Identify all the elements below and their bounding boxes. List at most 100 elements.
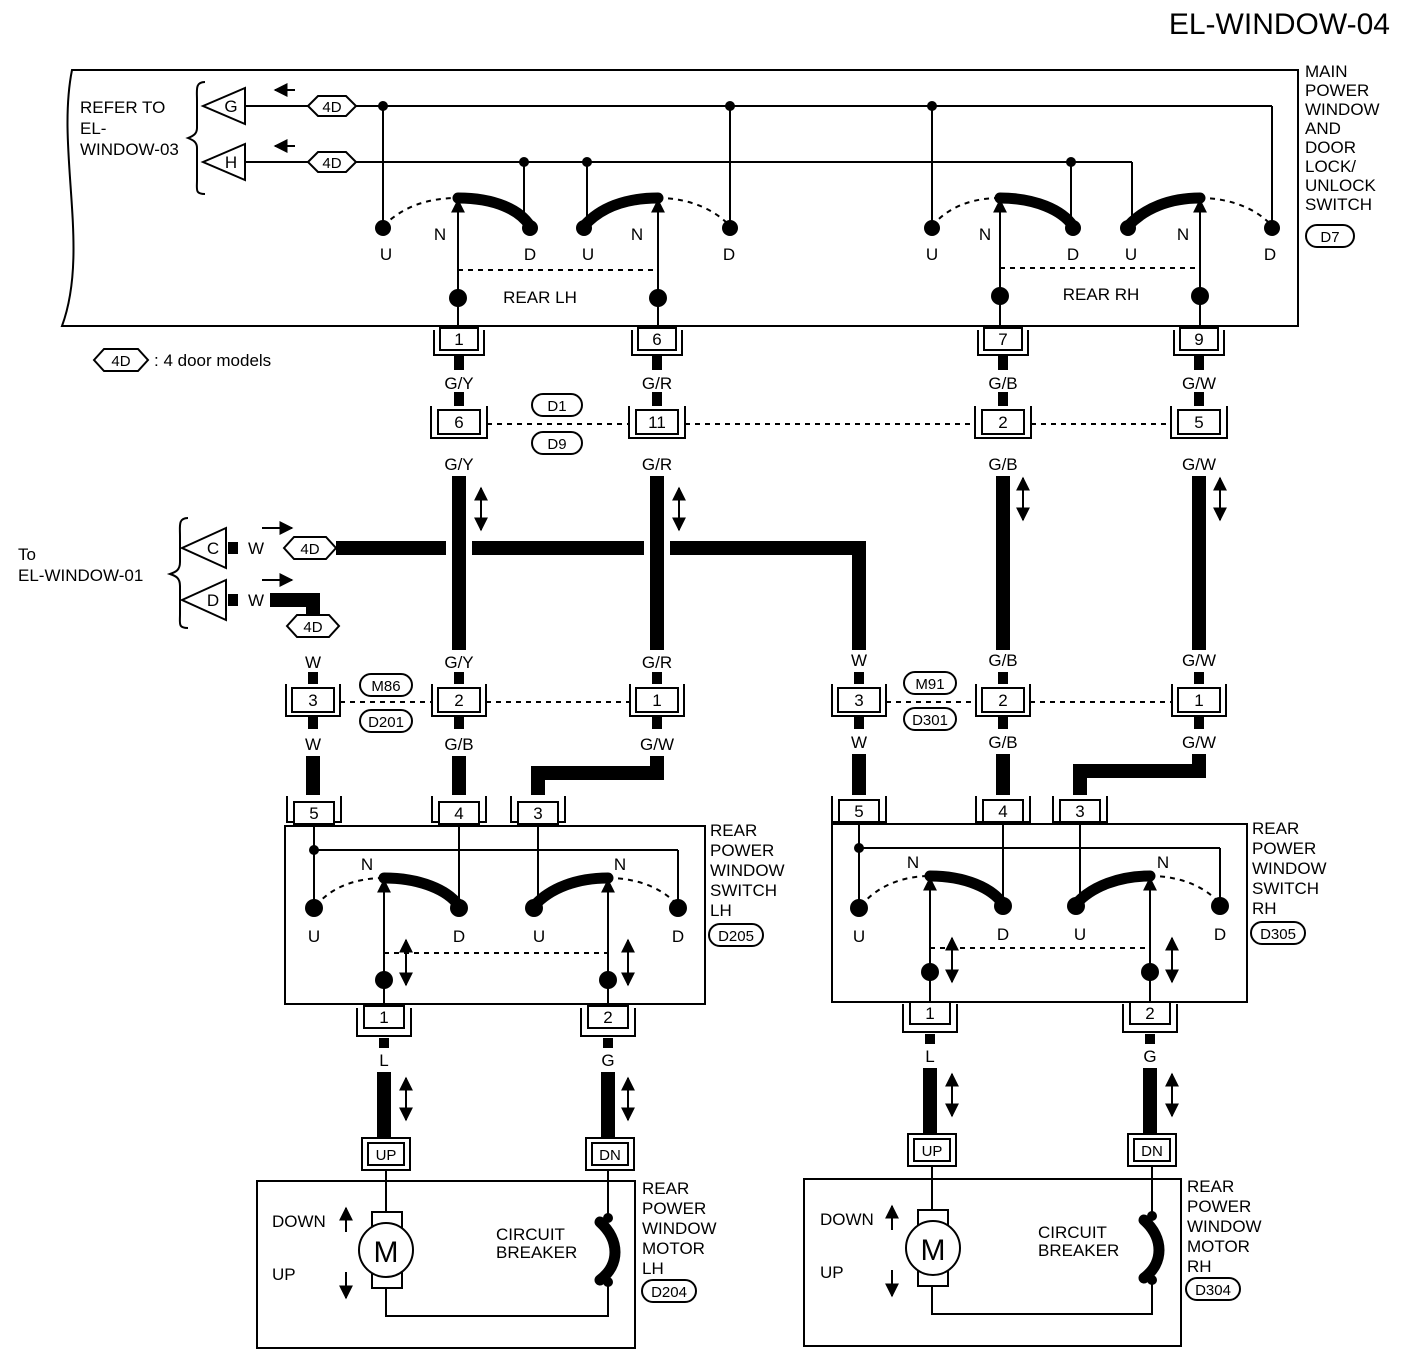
- wire-color-label: G/Y: [444, 374, 473, 393]
- connector-d301-label: D301: [912, 712, 948, 729]
- motor-up-label: UP: [272, 1265, 296, 1284]
- connector-d305-label: D305: [1260, 926, 1296, 943]
- wire-color-label: G/W: [1182, 733, 1216, 752]
- position-neutral: N: [1177, 225, 1189, 244]
- circuit-breaker-label: CIRCUIT: [496, 1225, 565, 1244]
- position-neutral: N: [361, 855, 373, 874]
- pin-label: 6: [454, 413, 463, 432]
- motor-rh-name-line: POWER: [1187, 1197, 1251, 1216]
- wire-color-label: G/W: [1182, 455, 1216, 474]
- wire-color-label: W: [851, 733, 867, 752]
- to-el-window-01: To EL-WINDOW-01 C W 4D D W 4D: [18, 517, 341, 638]
- motor-m-label: M: [921, 1234, 946, 1267]
- pin-label: 1: [1194, 691, 1203, 710]
- legend-text: : 4 door models: [154, 351, 271, 370]
- position-up: U: [582, 245, 594, 264]
- wire-color-label: G/Y: [444, 455, 473, 474]
- pin-label: 5: [1194, 413, 1203, 432]
- pin-label: 3: [533, 804, 542, 823]
- motor-rh-name-line: WINDOW: [1187, 1217, 1262, 1236]
- legend-4d-tag: 4D: [111, 353, 130, 370]
- motor-rh-name-line: MOTOR: [1187, 1237, 1250, 1256]
- main-switch-name-line: MAIN: [1305, 62, 1348, 81]
- terminal-up-label: UP: [376, 1147, 397, 1164]
- position-up: U: [380, 245, 392, 264]
- pin-label: 11: [648, 413, 666, 432]
- motor-lh-name-line: POWER: [642, 1199, 706, 1218]
- position-up: U: [1125, 245, 1137, 264]
- pin-label: 1: [925, 1004, 934, 1023]
- position-down: D: [453, 927, 465, 946]
- pin-label: 3: [308, 691, 317, 710]
- switch-rh-name-line: REAR: [1252, 819, 1299, 838]
- wire-color-label: W: [305, 735, 321, 754]
- pin-label: 3: [854, 691, 863, 710]
- pin-label: 5: [309, 804, 318, 823]
- connector-m91-d301: 3 2 1 M91 D301: [831, 671, 1227, 731]
- connector-m91-label: M91: [915, 676, 944, 693]
- refer-to-text: WINDOW-03: [80, 140, 179, 159]
- option-4d-tag: 4D: [303, 619, 322, 636]
- connector-d205-label: D205: [718, 928, 754, 945]
- rear-power-window-motor-rh: M DOWN UP CIRCUIT BREAKER REAR POWER WIN…: [803, 1166, 1262, 1347]
- position-down: D: [524, 245, 536, 264]
- motor-m-label: M: [374, 1236, 399, 1269]
- switch-lh-name-line: SWITCH: [710, 881, 777, 900]
- wire-color-label: G/B: [988, 733, 1017, 752]
- terminal-d-label: D: [207, 591, 219, 610]
- pin-label: 2: [998, 691, 1007, 710]
- pin-label: 9: [1194, 330, 1203, 349]
- pin-label: 5: [854, 802, 863, 821]
- position-neutral: N: [1157, 853, 1169, 872]
- option-4d-tag: 4D: [300, 541, 319, 558]
- wire-color-label: G: [601, 1051, 614, 1070]
- pin-label: 2: [603, 1008, 612, 1027]
- rear-rh-label: REAR RH: [1063, 285, 1140, 304]
- terminal-h-label: H: [225, 153, 237, 172]
- pin-label: 1: [379, 1008, 388, 1027]
- main-switch-name-line: DOOR: [1305, 138, 1356, 157]
- wire-color-label: G/W: [1182, 651, 1216, 670]
- pin-label: 4: [998, 802, 1007, 821]
- motor-rh-name-line: RH: [1187, 1257, 1212, 1276]
- position-down: D: [723, 245, 735, 264]
- wire-color-label: G: [1143, 1047, 1156, 1066]
- wire-stubs: [454, 356, 1204, 406]
- main-power-window-switch: MAIN POWER WINDOW AND DOOR LOCK/ UNLOCK …: [60, 62, 1380, 330]
- wire-color-label: W: [248, 539, 264, 558]
- motor-up-label: UP: [820, 1263, 844, 1282]
- position-down: D: [1264, 245, 1276, 264]
- position-up: U: [1074, 925, 1086, 944]
- pin-label: 1: [652, 691, 661, 710]
- main-switch-name-line: AND: [1305, 119, 1341, 138]
- switch-lh-name-line: REAR: [710, 821, 757, 840]
- rear-power-window-switch-rh: 5 4 3 U N D U N D REAR: [831, 796, 1327, 1033]
- motor-rh-name-line: REAR: [1187, 1177, 1234, 1196]
- switch-lh-name-line: LH: [710, 901, 732, 920]
- position-down: D: [997, 925, 1009, 944]
- pin-label: 4: [454, 804, 463, 823]
- pin-label: 2: [1145, 1004, 1154, 1023]
- position-neutral: N: [907, 853, 919, 872]
- motor-symbol: [905, 1220, 961, 1276]
- option-4d-tag: 4D: [322, 155, 341, 172]
- wire-color-label: G/B: [988, 455, 1017, 474]
- main-switch-pins: 1 6 7 9: [433, 327, 1225, 356]
- wire-color-label: W: [248, 591, 264, 610]
- switch-rh-name-line: SWITCH: [1252, 879, 1319, 898]
- rear-power-window-motor-lh: M DOWN UP CIRCUIT BREAKER REAR POWER WIN…: [256, 1170, 717, 1349]
- wire-color-label: G/R: [642, 374, 672, 393]
- position-up: U: [533, 927, 545, 946]
- position-down: D: [1067, 245, 1079, 264]
- connector-d201-label: D201: [368, 714, 404, 731]
- main-switch-name-line: WINDOW: [1305, 100, 1380, 119]
- position-neutral: N: [614, 855, 626, 874]
- pin-label: 2: [454, 691, 463, 710]
- main-switch-name-line: SWITCH: [1305, 195, 1372, 214]
- motor-symbol: [358, 1222, 414, 1278]
- wire-color-label: W: [305, 653, 321, 672]
- terminal-dn-label: DN: [1141, 1143, 1163, 1160]
- switch-rh-name-line: POWER: [1252, 839, 1316, 858]
- connector-m86-d201: 3 2 1 M86 D201: [285, 673, 685, 733]
